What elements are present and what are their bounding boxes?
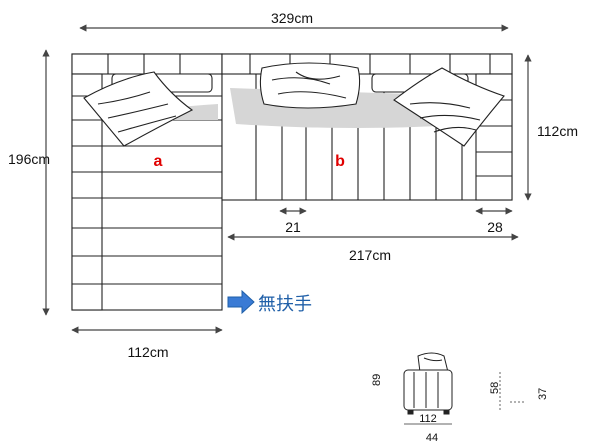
side-foot-right [443, 409, 450, 415]
module-b-label: b [335, 153, 345, 170]
module-a-back [71, 53, 223, 75]
side-height-label: 89 [371, 374, 383, 386]
module-a-width-label: 112cm [128, 344, 169, 360]
module-b-width-label: 217cm [349, 247, 391, 263]
side-depth-label: 112 [419, 413, 437, 425]
module-a-label: a [154, 153, 163, 170]
dimension-lines [42, 24, 532, 334]
pillow-center [259, 62, 361, 109]
overall-depth-label: 196cm [8, 151, 50, 167]
module-b-depth-label: 112cm [537, 123, 578, 139]
overall-width-label: 329cm [271, 10, 313, 26]
pillow-left [83, 71, 194, 147]
right-arrow-icon [227, 289, 255, 315]
side-back-cushion [417, 352, 449, 373]
pillow-right [393, 67, 505, 147]
arm-right-label: 28 [487, 219, 503, 235]
side-bottom-label: 44 [426, 432, 438, 441]
side-body [403, 369, 453, 411]
side-view [403, 352, 524, 425]
pillows [83, 62, 505, 147]
side-seat-depth-label: 37 [537, 388, 549, 400]
arm-left-label: 21 [285, 219, 301, 235]
side-seat-height-label: 58 [489, 382, 501, 394]
side-foot-left [407, 409, 414, 415]
no-armrest-note: 無扶手 [258, 294, 312, 315]
